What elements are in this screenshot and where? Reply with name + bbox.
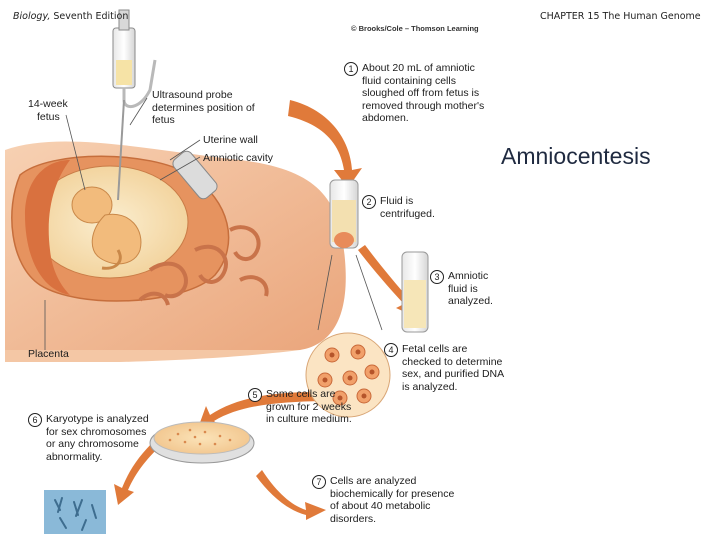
label-ultrasound-probe: Ultrasound probe determines position of … — [152, 89, 255, 126]
label-placenta: Placenta — [28, 348, 69, 360]
page-title: Amniocentesis — [501, 143, 651, 169]
step-5-number: 5 — [248, 388, 262, 402]
abdomen-cross-section — [5, 9, 346, 362]
chapter-title: CHAPTER 15 The Human Genome — [540, 11, 701, 22]
step-1-text: About 20 mL of amniotic fluid containing… — [362, 62, 485, 124]
image-credit: © Brooks/Cole – Thomson Learning — [351, 24, 479, 33]
step-1-number: 1 — [344, 62, 358, 76]
step-2-number: 2 — [362, 195, 376, 209]
label-amniotic-cavity: Amniotic cavity — [203, 152, 274, 164]
culture-dish — [149, 421, 255, 464]
step-2-text: Fluid is centrifuged. — [380, 195, 435, 220]
fetal-cells-view — [305, 332, 391, 418]
step-7-text: Cells are analyzed biochemically for pre… — [330, 475, 455, 525]
step-3-number: 3 — [430, 270, 444, 284]
book-title: Biology, Seventh Edition — [13, 11, 128, 22]
step-7: 7 Cells are analyzed biochemically for p… — [312, 475, 462, 525]
label-fetus-line2: fetus — [37, 110, 60, 123]
label-uterine-wall: Uterine wall — [203, 134, 258, 146]
step-7-number: 7 — [312, 475, 326, 489]
fluid-tube — [401, 251, 429, 333]
book-edition: Seventh Edition — [50, 11, 129, 22]
karyotype-image — [44, 490, 106, 534]
step-3: 3 Amniotic fluid is analyzed. — [430, 270, 510, 308]
label-fetus-line1: 14-week — [28, 98, 68, 110]
label-fetus: 14-week fetus — [28, 98, 68, 123]
step-4: 4 Fetal cells are checked to determine s… — [384, 343, 509, 393]
step-6-number: 6 — [28, 413, 42, 427]
step-6-text: Karyotype is analyzed for sex chromosome… — [46, 413, 149, 463]
step-4-number: 4 — [384, 343, 398, 357]
connector-lines — [44, 97, 383, 350]
step-3-text: Amniotic fluid is analyzed. — [448, 270, 493, 307]
step-5-text: Some cells are grown for 2 weeks in cult… — [266, 388, 352, 425]
centrifuge-tube — [329, 179, 359, 249]
step-1: 1 About 20 mL of amniotic fluid containi… — [344, 62, 496, 125]
book-title-italic: Biology, — [13, 11, 51, 22]
step-2: 2 Fluid is centrifuged. — [362, 195, 457, 220]
step-6: 6 Karyotype is analyzed for sex chromoso… — [28, 413, 153, 463]
step-5: 5 Some cells are grown for 2 weeks in cu… — [248, 388, 358, 426]
step-4-text: Fetal cells are checked to determine sex… — [402, 343, 504, 393]
